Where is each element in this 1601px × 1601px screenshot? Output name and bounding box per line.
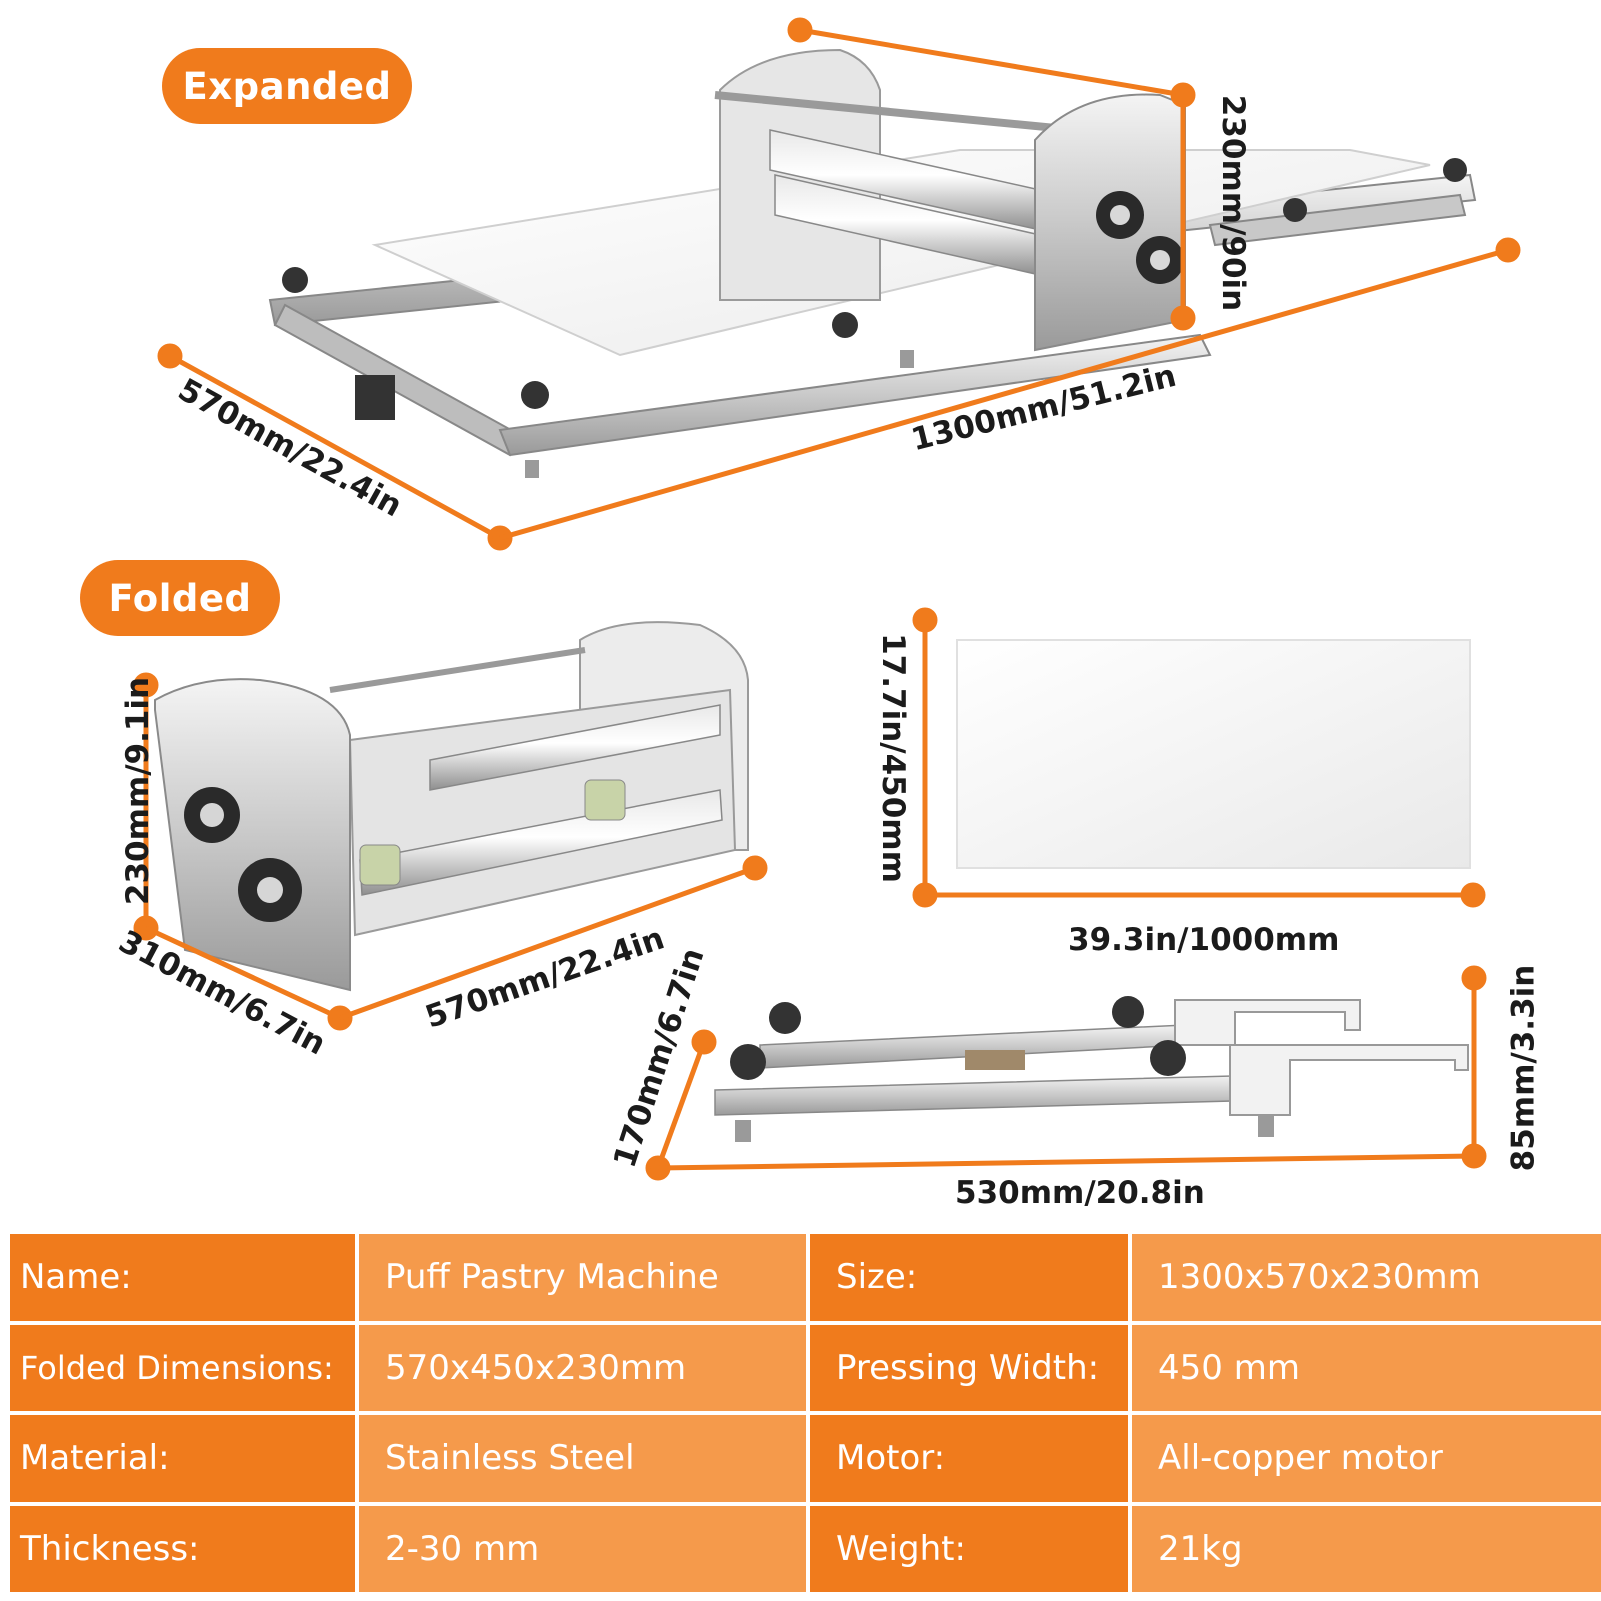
board-height-label: 17.7in/450mm xyxy=(874,633,911,883)
expanded-label: Expanded xyxy=(162,48,412,124)
spec-label: Name: xyxy=(10,1234,355,1321)
pressing-board-drawing xyxy=(956,639,1471,869)
folded-label: Folded xyxy=(80,560,280,636)
table-row: Name: Puff Pastry Machine Size: 1300x570… xyxy=(10,1234,1601,1321)
table-row: Thickness: 2-30 mm Weight: 21kg xyxy=(10,1505,1601,1592)
spec-label: Folded Dimensions: xyxy=(10,1324,355,1411)
board-dimension-lines xyxy=(912,607,1486,908)
table-row: Material: Stainless Steel Motor: All-cop… xyxy=(10,1415,1601,1502)
expanded-dimension-lines xyxy=(157,17,1521,551)
expanded-height-label: 230mm/90in xyxy=(1215,94,1252,312)
table-row: Folded Dimensions: 570x450x230mm Pressin… xyxy=(10,1324,1601,1411)
spec-value: 450 mm xyxy=(1132,1324,1601,1411)
frame-height-label: 85mm/3.3in xyxy=(1505,964,1542,1172)
spec-value: All-copper motor xyxy=(1132,1415,1601,1502)
folded-height-label: 230mm/9.1in xyxy=(120,676,157,906)
spec-table: Name: Puff Pastry Machine Size: 1300x570… xyxy=(6,1230,1601,1596)
spec-value: 21kg xyxy=(1132,1505,1601,1592)
folded-frame-drawing xyxy=(714,996,1469,1142)
board-width-label: 39.3in/1000mm xyxy=(1068,922,1340,958)
spec-label: Material: xyxy=(10,1415,355,1502)
spec-label: Motor: xyxy=(810,1415,1128,1502)
spec-label: Pressing Width: xyxy=(810,1324,1128,1411)
spec-label: Size: xyxy=(810,1234,1128,1321)
frame-dimension-lines xyxy=(645,965,1487,1181)
spec-value: Stainless Steel xyxy=(359,1415,806,1502)
frame-length-label: 530mm/20.8in xyxy=(955,1175,1205,1211)
spec-value: 2-30 mm xyxy=(359,1505,806,1592)
spec-value: 570x450x230mm xyxy=(359,1324,806,1411)
spec-value: Puff Pastry Machine xyxy=(359,1234,806,1321)
spec-label: Weight: xyxy=(810,1505,1128,1592)
folded-machine-drawing xyxy=(154,621,749,992)
spec-value: 1300x570x230mm xyxy=(1132,1234,1601,1321)
spec-label: Thickness: xyxy=(10,1505,355,1592)
folded-dimension-lines xyxy=(133,672,768,1031)
expanded-machine-drawing xyxy=(268,48,1477,478)
